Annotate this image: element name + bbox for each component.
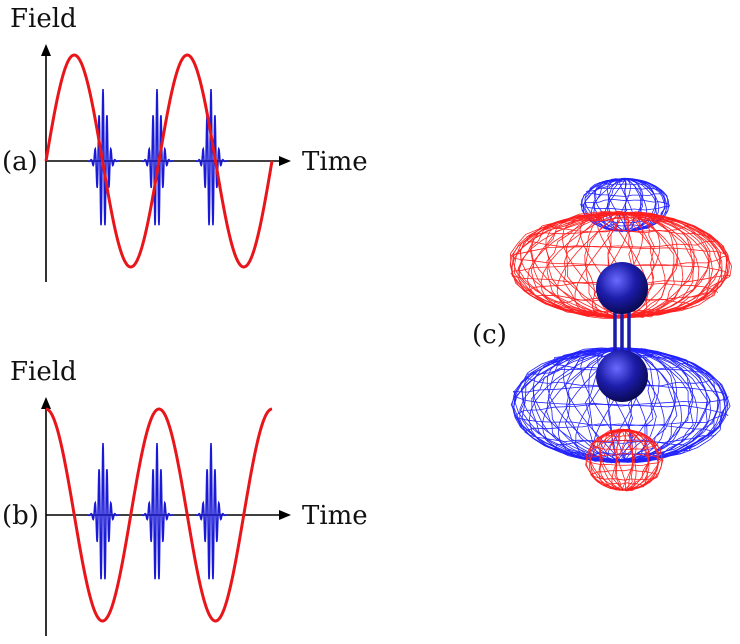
panel-b-pulses	[86, 442, 228, 580]
panel-a-x-axis-arrow	[279, 156, 291, 166]
panel-b-y-axis-arrow	[41, 397, 51, 409]
panel-b: Field (b) Time	[2, 357, 368, 636]
panel-b-driving-field	[45, 407, 273, 623]
panel-c-label: (c)	[472, 320, 507, 350]
panel-a-y-axis-label: Field	[10, 4, 77, 34]
panel-a-pulse-1	[86, 88, 120, 226]
panel-b-x-axis-arrow	[279, 510, 291, 520]
panel-b-x-axis-label: Time	[302, 501, 368, 531]
panel-a-pulse-3	[194, 88, 228, 226]
panel-b-y-axis-label: Field	[10, 357, 77, 387]
panel-b-pulse-3	[194, 442, 228, 580]
panel-c: (c)	[472, 177, 733, 492]
panel-a-driving-field	[44, 53, 274, 269]
panel-b-pulse-2	[140, 442, 174, 580]
panel-a-pulses	[86, 88, 228, 226]
panel-a-x-axis-label: Time	[302, 147, 368, 177]
lower-atom	[596, 350, 648, 402]
panel-a: Field (a) Time	[2, 4, 368, 282]
upper-red-lobe	[509, 210, 733, 320]
bottom-red-lobe	[585, 428, 664, 492]
panel-a-y-axis-arrow	[41, 44, 51, 56]
panel-a-label: (a)	[2, 147, 38, 177]
panel-a-pulse-2	[140, 88, 174, 226]
top-blue-lobe	[579, 177, 671, 233]
upper-atom	[596, 262, 648, 314]
panel-b-label: (b)	[2, 501, 39, 531]
panel-b-pulse-1	[86, 442, 120, 580]
